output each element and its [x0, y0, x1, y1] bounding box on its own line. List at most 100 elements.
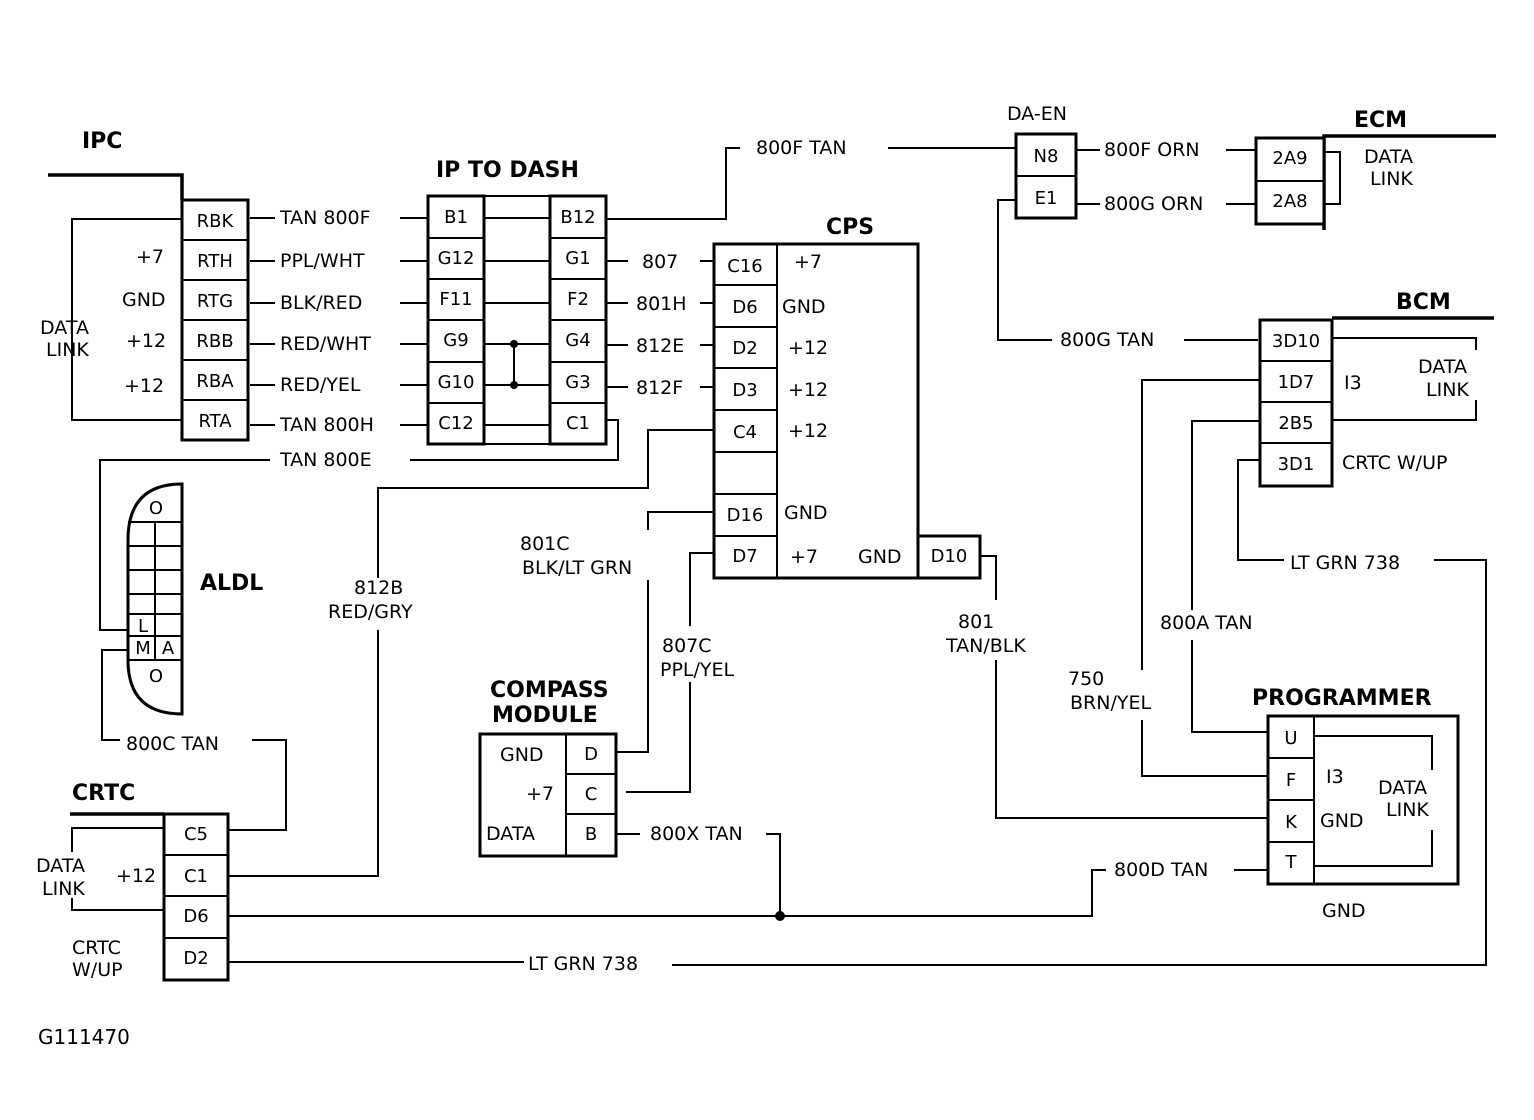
ipc-pin-rth: RTH	[197, 251, 233, 272]
wire-807: 807	[642, 251, 678, 273]
wire-801: 801 TAN/BLK	[945, 555, 1270, 819]
wire-812b-label-2: RED/GRY	[328, 601, 413, 623]
wire-801-label-2: TAN/BLK	[945, 635, 1026, 657]
wire-800e: TAN 800E	[99, 419, 619, 631]
splice-dot-1	[510, 340, 518, 348]
cps-pin-d10: D10	[931, 546, 968, 567]
wire-800x: 800X TAN 800D TAN	[228, 823, 1268, 921]
programmer-gnd: GND	[1322, 900, 1366, 922]
ip-to-dash-title: IP TO DASH	[436, 158, 579, 183]
wire-ppl-wht: PPL/WHT	[280, 250, 365, 272]
bcm-data-link-1: DATA	[1418, 356, 1467, 378]
ipc-label-plus7: +7	[136, 246, 164, 268]
ecm-title: ECM	[1354, 108, 1407, 133]
wire-ltgrn-738	[672, 459, 1487, 966]
wire-800x-label: 800X TAN	[650, 823, 743, 845]
crtc-label-plus12: +12	[116, 865, 156, 887]
da-en-ecm-wires: 800F ORN 800G ORN	[1076, 139, 1256, 215]
dash-pin-g1: G1	[565, 248, 590, 269]
compass-module: COMPASS MODULE GND +7 DATA D C B	[478, 678, 618, 858]
crtc-pin-c5: C5	[184, 824, 208, 845]
ip-to-dash-connector: IP TO DASH B1 G12 F11 G9 G10 C12 B12 G1 …	[426, 158, 608, 446]
wire-800a	[1191, 420, 1270, 733]
wire-800d-label: 800D TAN	[1114, 859, 1208, 881]
programmer-pin-u: U	[1284, 728, 1297, 749]
ipc-data-link-loop	[71, 218, 182, 421]
ipc-label-plus12a: +12	[126, 330, 166, 352]
compass-body	[478, 732, 618, 858]
wire-807c: 807C PPL/YEL	[626, 552, 735, 793]
ipc-dash-wires: TAN 800F PPL/WHT BLK/RED RED/WHT RED/YEL…	[250, 207, 428, 436]
wire-tan-800h: TAN 800H	[279, 414, 374, 436]
cps-pin-d16: D16	[727, 505, 764, 526]
wire-800g-tan: 800G TAN	[997, 199, 1258, 351]
ecm-data-link-2: LINK	[1370, 168, 1413, 190]
wire-800c-label: 800C TAN	[126, 733, 219, 755]
dash-pin-c1: C1	[566, 413, 590, 434]
ipc-pin-rtg: RTG	[197, 291, 233, 312]
aldl-cell-o-bottom: O	[149, 666, 163, 687]
aldl-cell-l: L	[138, 616, 148, 637]
wire-801c-label-1: 801C	[520, 533, 570, 555]
ipc-pin-rbb: RBB	[196, 331, 233, 352]
aldl-title: ALDL	[200, 571, 263, 596]
compass-pin-c: C	[585, 784, 598, 805]
bcm-wires: LT GRN 738 800A TAN 750 BRN/YEL	[672, 379, 1487, 966]
cps-label-plus7: +7	[794, 251, 822, 273]
compass-label-data: DATA	[486, 823, 535, 845]
programmer-pin-t: T	[1285, 852, 1298, 873]
dash-pin-g9: G9	[443, 330, 468, 351]
cps-pin-d7: D7	[732, 546, 757, 567]
da-en-pin-n8: N8	[1034, 146, 1059, 167]
aldl-cell-o-top: O	[149, 498, 163, 519]
dash-pin-g12: G12	[438, 248, 475, 269]
aldl-cell-m: M	[135, 638, 151, 659]
crtc-wup-1: CRTC	[72, 937, 121, 959]
cps-pin-c4: C4	[733, 422, 757, 443]
cps-label-gnd3: GND	[858, 546, 902, 568]
da-en-connector: DA-EN N8 E1	[1007, 103, 1078, 220]
cps-pin-c16: C16	[727, 256, 762, 277]
ipc-data-link-label-2: LINK	[46, 339, 89, 361]
figure-id: G111470	[38, 1025, 130, 1049]
crtc-pin-d6: D6	[183, 906, 208, 927]
programmer-data-link-1: DATA	[1378, 777, 1427, 799]
dash-pin-f2: F2	[567, 289, 589, 310]
splice-dot-3	[775, 911, 785, 921]
wire-red-wht: RED/WHT	[280, 333, 371, 355]
dash-pin-c12: C12	[438, 413, 473, 434]
cps-label-plus7b: +7	[790, 546, 818, 568]
compass-title-2: MODULE	[492, 703, 598, 728]
cps-label-plus12a: +12	[788, 337, 828, 359]
bcm-label-i3: I3	[1344, 372, 1362, 394]
wire-807c-label-2: PPL/YEL	[660, 659, 735, 681]
wire-tan-800f: TAN 800F	[279, 207, 371, 229]
compass-pin-b: B	[585, 824, 597, 845]
bcm-pin-3d10: 3D10	[1272, 331, 1320, 352]
splice-dot-2	[510, 381, 518, 389]
ecm-data-link-1: DATA	[1364, 146, 1413, 168]
da-en-pin-e1: E1	[1035, 188, 1058, 209]
cps-title: CPS	[826, 215, 874, 240]
wire-801c: 801C BLK/LT GRN	[520, 511, 714, 753]
compass-label-plus7: +7	[526, 783, 554, 805]
wire-801-label-1: 801	[958, 611, 994, 633]
wire-800e-label: TAN 800E	[279, 449, 372, 471]
bcm-label-crtc-wup: CRTC W/UP	[1342, 452, 1447, 474]
ipc-pin-rbk: RBK	[197, 211, 235, 232]
programmer-module: PROGRAMMER U F K T I3 GND DATA LINK GND	[1252, 686, 1460, 922]
cps-label-plus12c: +12	[788, 420, 828, 442]
bcm-pin-2b5: 2B5	[1278, 413, 1313, 434]
ipc-title: IPC	[82, 129, 122, 154]
wire-800f-tan: 800F TAN	[756, 137, 1016, 159]
da-en-title: DA-EN	[1007, 103, 1067, 125]
wire-812b: 812B RED/GRY	[228, 429, 714, 877]
wire-750-label-2: BRN/YEL	[1070, 692, 1151, 714]
cps-module: CPS C16 D6 D2 D3 C4 D16 D7 +7 GND +12 +1…	[712, 215, 982, 580]
programmer-pin-f: F	[1286, 770, 1296, 791]
ipc-housing-line	[48, 173, 184, 200]
wire-812b-label-1: 812B	[354, 577, 403, 599]
crtc-title: CRTC	[72, 781, 135, 806]
ecm-pin-2a8: 2A8	[1272, 191, 1307, 212]
